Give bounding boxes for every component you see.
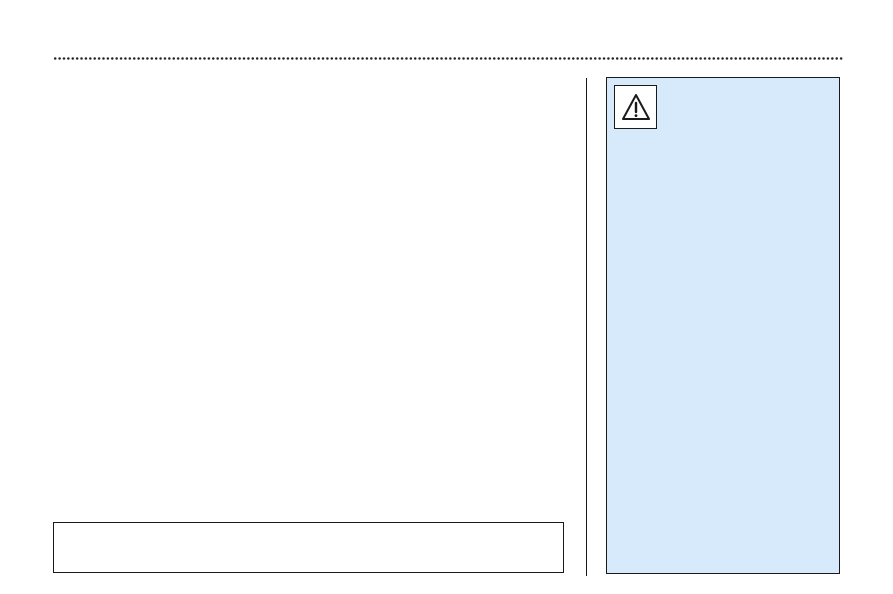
warning-panel [606,77,840,574]
column-divider [586,78,587,576]
header-dotted-rule [53,57,843,60]
warning-icon-frame [614,85,657,129]
note-box [53,522,564,573]
warning-triangle-icon [621,94,650,120]
main-content-column [53,78,565,574]
